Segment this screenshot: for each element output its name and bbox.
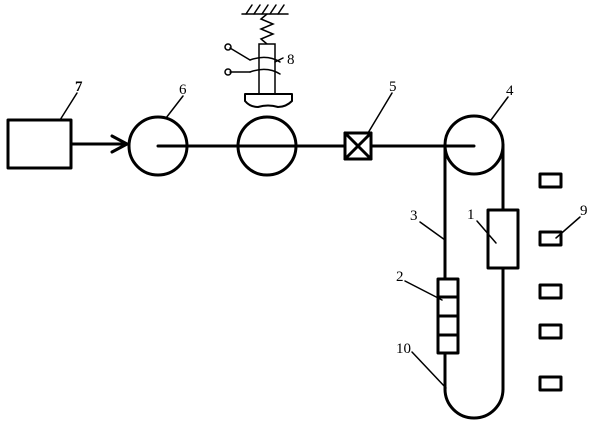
leader-3 bbox=[419, 221, 446, 241]
component-7-box bbox=[6, 118, 73, 170]
coupling-5-cross-b bbox=[343, 131, 373, 161]
leader-1 bbox=[476, 220, 497, 244]
arrow-7-to-6-head bbox=[110, 134, 129, 154]
label-4: 4 bbox=[506, 83, 514, 99]
label-10: 10 bbox=[396, 341, 411, 357]
belt-bottom-turn bbox=[443, 387, 505, 420]
label-6: 6 bbox=[179, 82, 187, 98]
label-2: 2 bbox=[396, 269, 404, 285]
marker-9-b bbox=[538, 230, 563, 247]
spring-clamp-8 bbox=[224, 4, 293, 108]
leader-5 bbox=[367, 92, 393, 134]
leader-4 bbox=[490, 96, 509, 121]
leader-10 bbox=[411, 351, 447, 389]
label-3: 3 bbox=[410, 208, 418, 224]
label-9: 9 bbox=[580, 203, 588, 219]
leader-7 bbox=[59, 92, 78, 121]
marker-9-a bbox=[538, 172, 563, 189]
label-8: 8 bbox=[287, 52, 295, 68]
leader-9 bbox=[555, 216, 581, 239]
label-5: 5 bbox=[389, 79, 397, 95]
label-7: 7 bbox=[75, 79, 83, 95]
leader-2 bbox=[404, 280, 443, 301]
marker-9-e bbox=[538, 375, 563, 392]
component-2-segments bbox=[436, 277, 460, 355]
leader-6 bbox=[165, 95, 184, 119]
label-1: 1 bbox=[467, 207, 475, 223]
leader-8 bbox=[274, 57, 284, 63]
marker-9-d bbox=[538, 323, 563, 340]
marker-9-c bbox=[538, 283, 563, 300]
